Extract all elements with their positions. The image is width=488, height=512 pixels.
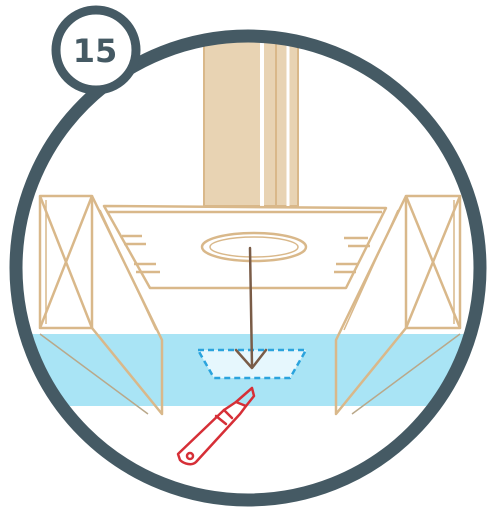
step-number: 15	[73, 32, 118, 70]
step-badge: 15	[56, 10, 136, 90]
vertical-post	[204, 20, 298, 206]
mounting-plate	[104, 206, 386, 288]
